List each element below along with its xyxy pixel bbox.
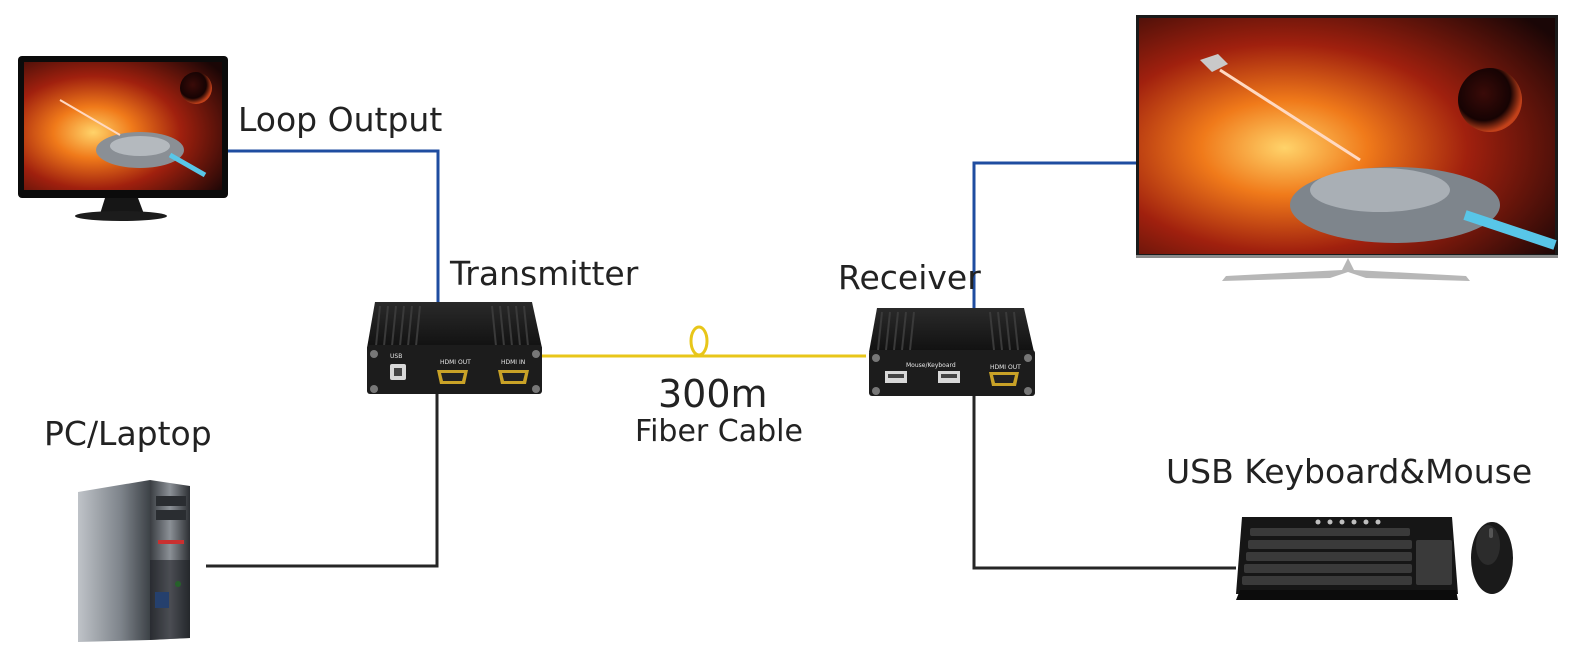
- pc-laptop-label: PC/Laptop: [44, 414, 212, 453]
- pc-tower-icon: [78, 480, 190, 642]
- usb-cable-keyboard: [972, 395, 1236, 570]
- usb-cable-pc: [206, 393, 439, 568]
- receiver-label: Receiver: [838, 258, 981, 297]
- rx-mouse-keyboard-port-label: Mouse/Keyboard: [906, 362, 956, 369]
- mouse-icon: [1471, 522, 1513, 594]
- fiber-cable-label: Fiber Cable: [635, 414, 803, 449]
- tx-hdmi-out-port-label: HDMI OUT: [440, 359, 471, 366]
- loop-output-label: Loop Output: [238, 100, 443, 139]
- hdmi-cable-loop-output: [226, 149, 440, 302]
- fiber-distance-label: 300m: [658, 372, 768, 416]
- tx-usb-port-label: USB: [390, 353, 402, 360]
- fiber-cable: [540, 325, 866, 358]
- receiver-icon: Mouse/Keyboard HDMI OUT: [869, 308, 1035, 396]
- keyboard-icon: [1236, 517, 1458, 600]
- rx-hdmi-out-port-label: HDMI OUT: [990, 364, 1021, 371]
- usb-keyboard-mouse-label: USB Keyboard&Mouse: [1166, 452, 1533, 491]
- hdmi-cable-tv: [972, 161, 1138, 308]
- tv-icon: [1136, 15, 1558, 281]
- transmitter-icon: USB HDMI OUT HDMI IN: [367, 302, 542, 394]
- transmitter-label: Transmitter: [450, 254, 639, 293]
- tx-hdmi-in-port-label: HDMI IN: [501, 359, 525, 366]
- monitor-icon: [18, 56, 228, 221]
